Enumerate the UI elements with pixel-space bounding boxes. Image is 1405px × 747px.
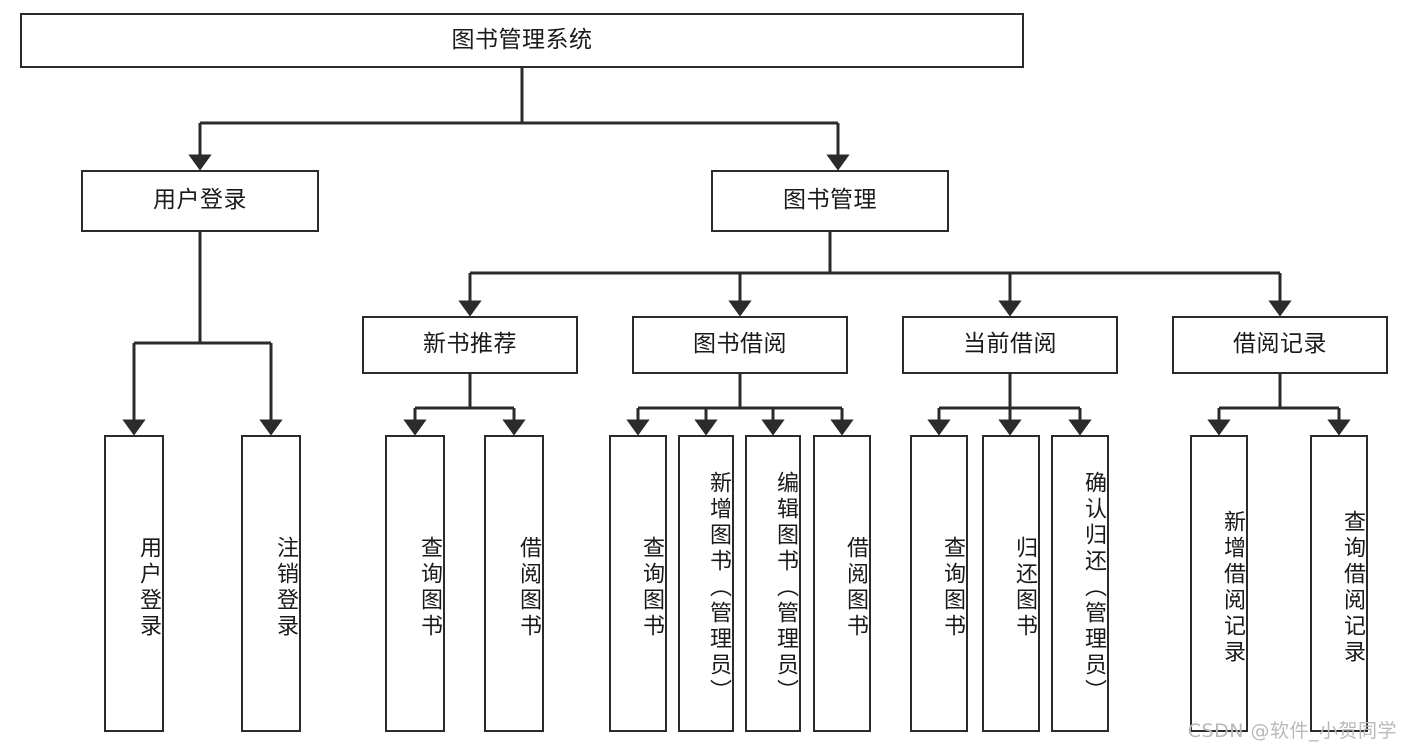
node-leaf-borrow-book-recommend[interactable]: 借阅图书	[484, 435, 544, 732]
node-leaf-query-book-recommend-label: 查询图书	[417, 535, 442, 640]
node-book-borrow[interactable]: 图书借阅	[632, 316, 848, 374]
node-leaf-query-book-current[interactable]: 查询图书	[910, 435, 968, 732]
node-leaf-borrow-book-label: 借阅图书	[843, 535, 868, 640]
node-leaf-add-book-admin[interactable]: 新增图书（管理员）	[678, 435, 734, 732]
csdn-watermark: CSDN @软件_小贺同学	[1187, 720, 1397, 742]
node-leaf-user-login[interactable]: 用户登录	[104, 435, 164, 732]
edge-borrow-record-to-leaves	[1207, 374, 1351, 436]
node-leaf-query-book-current-label: 查询图书	[940, 535, 965, 640]
node-leaf-return-book[interactable]: 归还图书	[982, 435, 1040, 732]
node-leaf-query-book-recommend[interactable]: 查询图书	[385, 435, 445, 732]
node-leaf-logout[interactable]: 注销登录	[241, 435, 301, 732]
node-new-book-recommend[interactable]: 新书推荐	[362, 316, 578, 374]
node-leaf-borrow-book[interactable]: 借阅图书	[813, 435, 871, 732]
edge-user-login-to-leaves	[122, 232, 283, 436]
node-root[interactable]: 图书管理系统	[20, 13, 1024, 68]
edge-book-borrow-to-leaves	[626, 374, 854, 436]
node-new-book-recommend-label: 新书推荐	[423, 331, 517, 358]
node-leaf-edit-book-admin[interactable]: 编辑图书（管理员）	[745, 435, 801, 732]
edge-new-book-recommend-to-leaves	[403, 374, 526, 436]
node-leaf-add-borrow-record-label: 新增借阅记录	[1220, 509, 1245, 666]
node-leaf-query-book-borrow[interactable]: 查询图书	[609, 435, 667, 732]
node-leaf-add-borrow-record[interactable]: 新增借阅记录	[1190, 435, 1248, 732]
node-current-borrow-label: 当前借阅	[963, 331, 1057, 358]
node-leaf-logout-label: 注销登录	[273, 535, 298, 640]
node-root-label: 图书管理系统	[451, 26, 593, 53]
node-book-management-label: 图书管理	[783, 187, 877, 214]
edge-current-borrow-to-leaves	[927, 374, 1092, 436]
node-user-login[interactable]: 用户登录	[81, 170, 319, 232]
node-leaf-confirm-return-admin-label: 确认归还（管理员）	[1081, 470, 1106, 705]
edge-root-to-level2	[188, 68, 850, 171]
node-leaf-return-book-label: 归还图书	[1012, 535, 1037, 640]
node-leaf-query-book-borrow-label: 查询图书	[639, 535, 664, 640]
node-leaf-confirm-return-admin[interactable]: 确认归还（管理员）	[1051, 435, 1109, 732]
node-leaf-query-borrow-record-label: 查询借阅记录	[1340, 509, 1365, 666]
node-leaf-user-login-label: 用户登录	[136, 535, 161, 640]
node-book-management[interactable]: 图书管理	[711, 170, 949, 232]
node-borrow-record[interactable]: 借阅记录	[1172, 316, 1388, 374]
node-leaf-borrow-book-recommend-label: 借阅图书	[516, 535, 541, 640]
node-leaf-query-borrow-record[interactable]: 查询借阅记录	[1310, 435, 1368, 732]
node-leaf-add-book-admin-label: 新增图书（管理员）	[706, 470, 731, 705]
edge-book-management-to-level3	[458, 232, 1292, 317]
node-leaf-edit-book-admin-label: 编辑图书（管理员）	[773, 470, 798, 705]
node-user-login-label: 用户登录	[153, 187, 247, 214]
node-book-borrow-label: 图书借阅	[693, 331, 787, 358]
node-current-borrow[interactable]: 当前借阅	[902, 316, 1118, 374]
node-borrow-record-label: 借阅记录	[1233, 331, 1327, 358]
